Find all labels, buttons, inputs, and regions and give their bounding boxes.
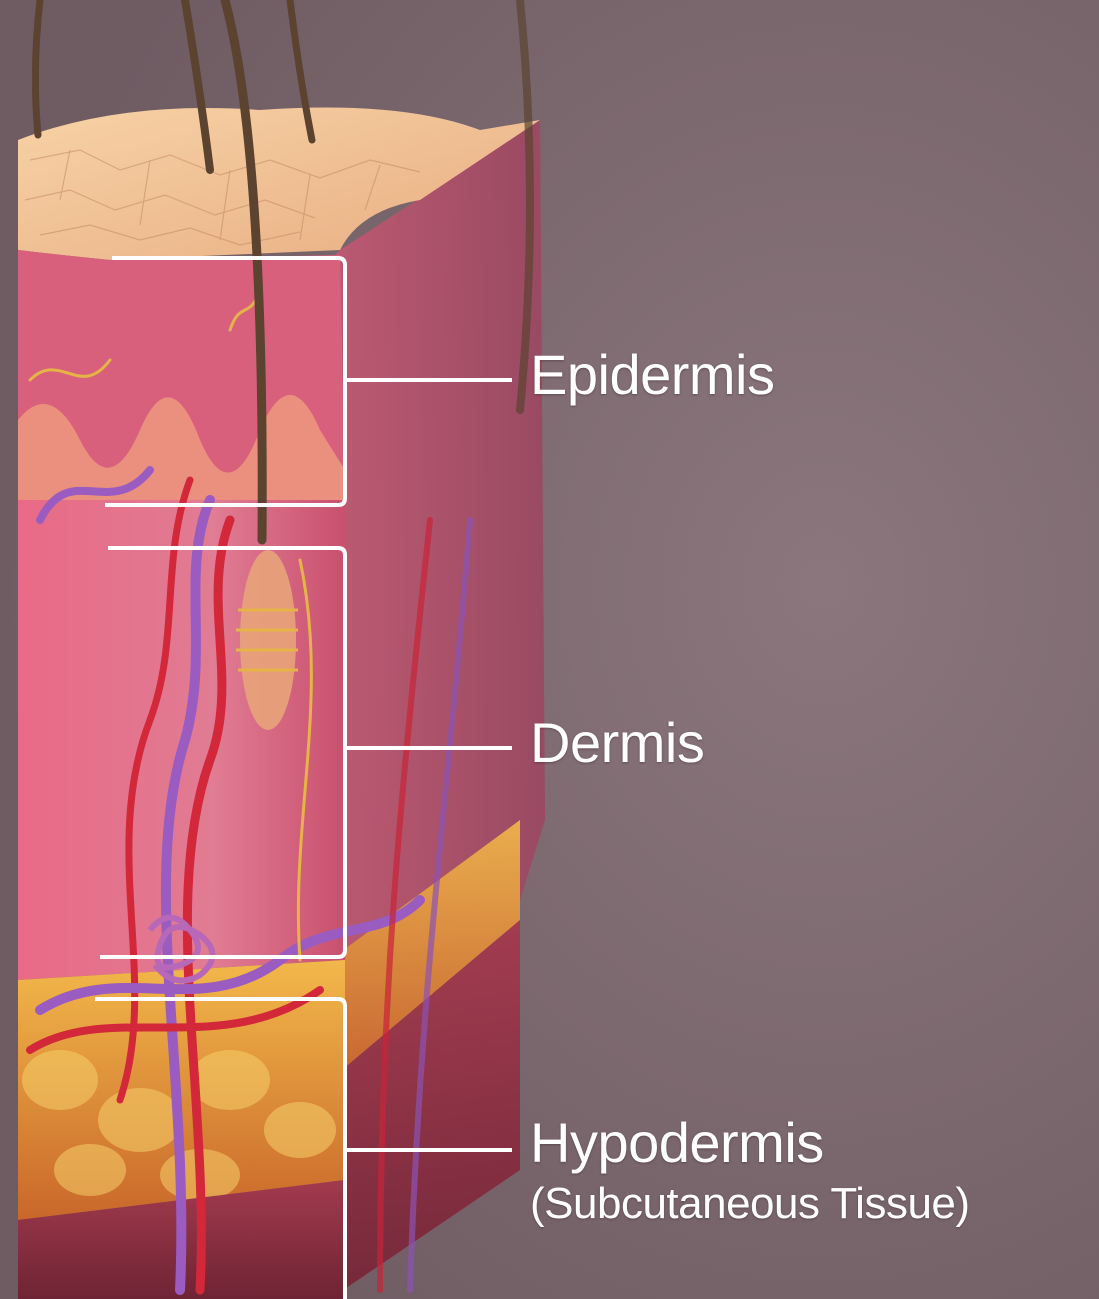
label-subcutaneous-tissue: (Subcutaneous Tissue) bbox=[530, 1180, 970, 1228]
label-hypodermis: Hypodermis bbox=[530, 1113, 824, 1173]
label-dermis: Dermis bbox=[530, 713, 704, 773]
label-epidermis: Epidermis bbox=[530, 345, 774, 405]
